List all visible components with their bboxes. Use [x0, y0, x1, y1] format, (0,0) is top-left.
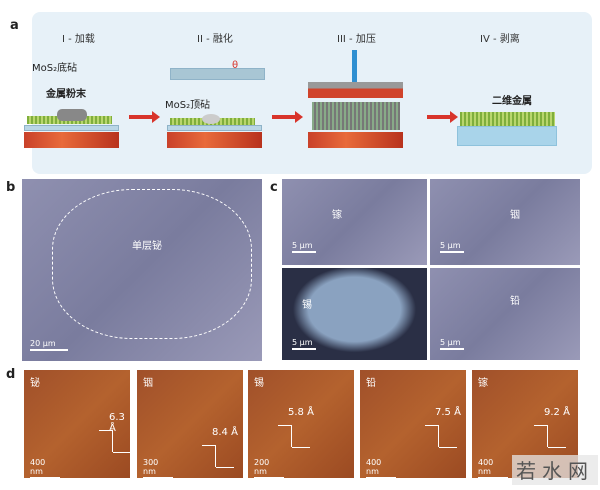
- image-label: 铋: [30, 378, 40, 389]
- top-anvil: [170, 68, 265, 80]
- substrate-layer: [167, 125, 262, 131]
- substrate-layer: [24, 125, 119, 131]
- height-profile: [425, 425, 439, 447]
- compressed-stack: [312, 102, 400, 130]
- scale-bar: 400 nm: [366, 458, 396, 478]
- process-arrow: [272, 111, 303, 123]
- image-label: 铅: [366, 378, 376, 389]
- step-height-label: 5.8 Å: [288, 407, 314, 418]
- metal-powder-label: 金属粉末: [46, 89, 86, 100]
- image-label: 镓: [332, 210, 342, 221]
- height-profile: [278, 425, 292, 447]
- scale-bar: 5 μm: [292, 241, 316, 253]
- scale-bar: 400 nm: [478, 458, 508, 478]
- pressure-arrow: [352, 50, 357, 82]
- height-profile: [534, 425, 548, 447]
- step-height-label: 9.2 Å: [544, 407, 570, 418]
- monolayer-boundary: [52, 189, 252, 339]
- step-height-label: 6.3 Å: [109, 412, 125, 434]
- panel-b-label: b: [6, 180, 16, 195]
- step-height-label: 7.5 Å: [435, 407, 461, 418]
- image-label: 锡: [254, 378, 264, 389]
- panel-c-image-pb: 铅 5 μm: [430, 268, 580, 360]
- scale-bar: 400 nm: [30, 458, 60, 478]
- step-2-label: II - 融化: [197, 34, 233, 45]
- scale-bar: 5 μm: [440, 338, 464, 350]
- height-profile: [202, 445, 216, 467]
- image-label: 铟: [510, 210, 520, 221]
- scale-bar: 300 nm: [143, 458, 173, 478]
- panel-a-label: a: [10, 18, 19, 33]
- watermark: 若水网: [512, 455, 598, 485]
- panel-b-optical-image: 单层铋 20 μm: [22, 179, 262, 361]
- height-profile-baseline: [548, 447, 566, 448]
- step-height-label: 8.4 Å: [212, 427, 238, 438]
- process-arrow: [129, 111, 160, 123]
- anvil-base: [308, 132, 403, 148]
- anvil-base: [167, 132, 262, 148]
- scale-bar: 20 μm: [30, 339, 68, 351]
- panel-c-label: c: [270, 180, 278, 195]
- anvil-base: [24, 132, 119, 148]
- afm-image: 铋 6.3 Å 400 nm: [24, 370, 130, 478]
- panel-c-image-in: 铟 5 μm: [430, 179, 580, 265]
- image-label: 锡: [302, 300, 312, 311]
- height-profile-baseline: [216, 467, 234, 468]
- height-profile-baseline: [439, 447, 457, 448]
- step-4-label: IV - 剥离: [480, 34, 520, 45]
- scale-bar: 5 μm: [440, 241, 464, 253]
- scale-bar: 5 μm: [292, 338, 316, 350]
- top-anvil: [308, 82, 403, 98]
- panel-c-image-ga: 镓 5 μm: [282, 179, 427, 265]
- height-profile-baseline: [113, 452, 130, 453]
- panel-a-schematic: I - 加载 II - 融化 III - 加压 IV - 剥离 MoS₂底砧 金…: [24, 12, 592, 174]
- panel-d-label: d: [6, 367, 16, 382]
- image-label: 铟: [143, 378, 153, 389]
- glass-substrate: [457, 126, 557, 146]
- region-label: 单层铋: [132, 241, 162, 252]
- step-1-label: I - 加载: [62, 34, 95, 45]
- afm-image: 铅 7.5 Å 400 nm: [360, 370, 466, 478]
- image-label: 铅: [510, 296, 520, 307]
- afm-image: 铟 8.4 Å 300 nm: [137, 370, 243, 478]
- theta-label: θ: [232, 60, 239, 71]
- panel-c-image-sn: 锡 5 μm: [282, 268, 427, 360]
- metal-droplet: [202, 114, 220, 124]
- metal-powder: [57, 109, 87, 121]
- top-anvil-label: MoS₂顶砧: [165, 100, 211, 111]
- height-profile: [99, 430, 113, 452]
- height-profile-baseline: [292, 447, 310, 448]
- 2d-metal-stack: [460, 112, 555, 126]
- scale-bar: 200 nm: [254, 458, 284, 478]
- product-label: 二维金属: [492, 96, 532, 107]
- afm-image: 锡 5.8 Å 200 nm: [248, 370, 354, 478]
- step-3-label: III - 加压: [337, 34, 376, 45]
- image-label: 镓: [478, 378, 488, 389]
- bottom-anvil-label: MoS₂底砧: [32, 63, 78, 74]
- process-arrow: [427, 111, 458, 123]
